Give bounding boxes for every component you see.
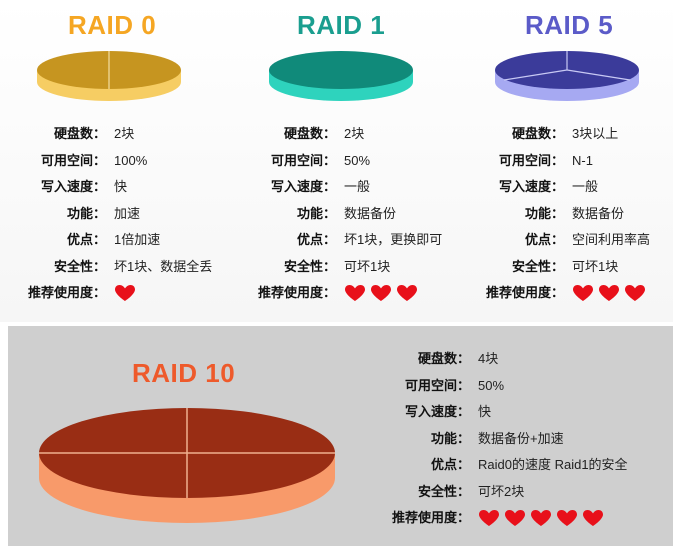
raid5-value-function: 数据备份	[572, 205, 625, 221]
raid10-title: RAID 10	[132, 358, 236, 388]
raid5-label-write-speed: 写入速度：	[498, 179, 564, 194]
raid5-label-advantage: 优点：	[524, 232, 564, 247]
raid1-value-capacity: 50%	[344, 152, 371, 168]
raid5-value-capacity: N-1	[572, 152, 593, 168]
heart-icon	[505, 510, 525, 526]
raid1-value-function: 数据备份	[344, 205, 397, 221]
raid10-value-write-speed: 快	[478, 404, 492, 419]
raid5-label-function: 功能：	[524, 205, 564, 221]
raid0-label-safety: 安全性：	[53, 258, 106, 274]
raid5-label-capacity: 可用空间：	[498, 152, 564, 168]
raid0-value-disks: 2块	[114, 126, 135, 141]
raid1-title: RAID 1	[297, 10, 386, 40]
raid5-label-disks: 硬盘数：	[511, 126, 564, 141]
raid0-recommend-hearts	[114, 284, 136, 302]
heart-icon	[479, 510, 499, 526]
raid10-value-safety: 可坏2块	[478, 483, 525, 499]
raid10-label-safety: 安全性：	[417, 483, 470, 499]
raid0-label-write-speed: 写入速度：	[40, 179, 106, 194]
raid10-value-capacity: 50%	[478, 377, 505, 393]
heart-icon	[625, 285, 645, 301]
raid5-label-recommend: 推荐使用度：	[485, 285, 564, 300]
raid5-label-safety: 安全性：	[511, 258, 564, 274]
raid1-disk-icon	[269, 51, 413, 101]
raid5-title: RAID 5	[525, 10, 614, 40]
raid1-label-safety: 安全性：	[283, 258, 336, 274]
raid0-label-disks: 硬盘数：	[53, 126, 106, 141]
heart-icon	[583, 510, 603, 526]
raid10-value-function: 数据备份+加速	[478, 430, 564, 446]
raid0-label-capacity: 可用空间：	[40, 152, 106, 168]
raid1-label-advantage: 优点：	[296, 232, 336, 247]
raid10-label-disks: 硬盘数：	[417, 351, 470, 366]
raid1-value-advantage: 坏1块，更换即可	[344, 232, 443, 247]
raid5-value-safety: 可坏1块	[572, 258, 619, 274]
raid0-value-function: 加速	[114, 205, 141, 221]
raid5-value-disks: 3块以上	[572, 126, 619, 141]
raid5-value-write-speed: 一般	[572, 179, 599, 194]
raid0-disk-icon	[37, 51, 181, 101]
raid10-value-advantage: Raid0的速度 Raid1的安全	[478, 457, 628, 472]
raid0-label-recommend: 推荐使用度：	[27, 285, 106, 300]
raid5-value-advantage: 空间利用率高	[572, 232, 651, 247]
raid10-label-advantage: 优点：	[430, 457, 470, 472]
raid10-label-write-speed: 写入速度：	[404, 404, 470, 419]
raid1-label-disks: 硬盘数：	[283, 126, 336, 141]
raid0-value-capacity: 100%	[114, 152, 148, 168]
heart-icon	[531, 510, 551, 526]
raid10-value-disks: 4块	[478, 351, 499, 366]
raid5-recommend-hearts	[572, 284, 646, 302]
raid5-disk-icon	[495, 51, 639, 101]
heart-icon	[599, 285, 619, 301]
raid0-label-advantage: 优点：	[66, 232, 106, 247]
heart-icon	[573, 285, 593, 301]
raid1-label-capacity: 可用空间：	[270, 152, 336, 168]
raid1-value-safety: 可坏1块	[344, 258, 391, 274]
heart-icon	[557, 510, 577, 526]
raid10-label-capacity: 可用空间：	[404, 377, 470, 393]
raid0-value-write-speed: 快	[114, 179, 128, 194]
raid10-label-function: 功能：	[430, 430, 470, 446]
raid1-value-disks: 2块	[344, 126, 365, 141]
raid10-disk-icon	[39, 408, 335, 523]
heart-icon	[397, 285, 417, 301]
raid1-value-write-speed: 一般	[344, 179, 371, 194]
raid0-value-advantage: 1倍加速	[114, 232, 161, 247]
raid1-label-recommend: 推荐使用度：	[257, 285, 336, 300]
raid1-recommend-hearts	[344, 284, 418, 302]
raid0-label-function: 功能：	[66, 205, 106, 221]
heart-icon	[371, 285, 391, 301]
heart-icon	[115, 285, 135, 301]
heart-icon	[345, 285, 365, 301]
raid10-label-recommend: 推荐使用度：	[391, 510, 470, 525]
raid1-label-function: 功能：	[296, 205, 336, 221]
raid10-recommend-hearts	[478, 509, 604, 527]
raid1-label-write-speed: 写入速度：	[270, 179, 336, 194]
raid0-value-safety: 坏1块、数据全丢	[114, 258, 213, 274]
raid0-title: RAID 0	[68, 10, 157, 40]
